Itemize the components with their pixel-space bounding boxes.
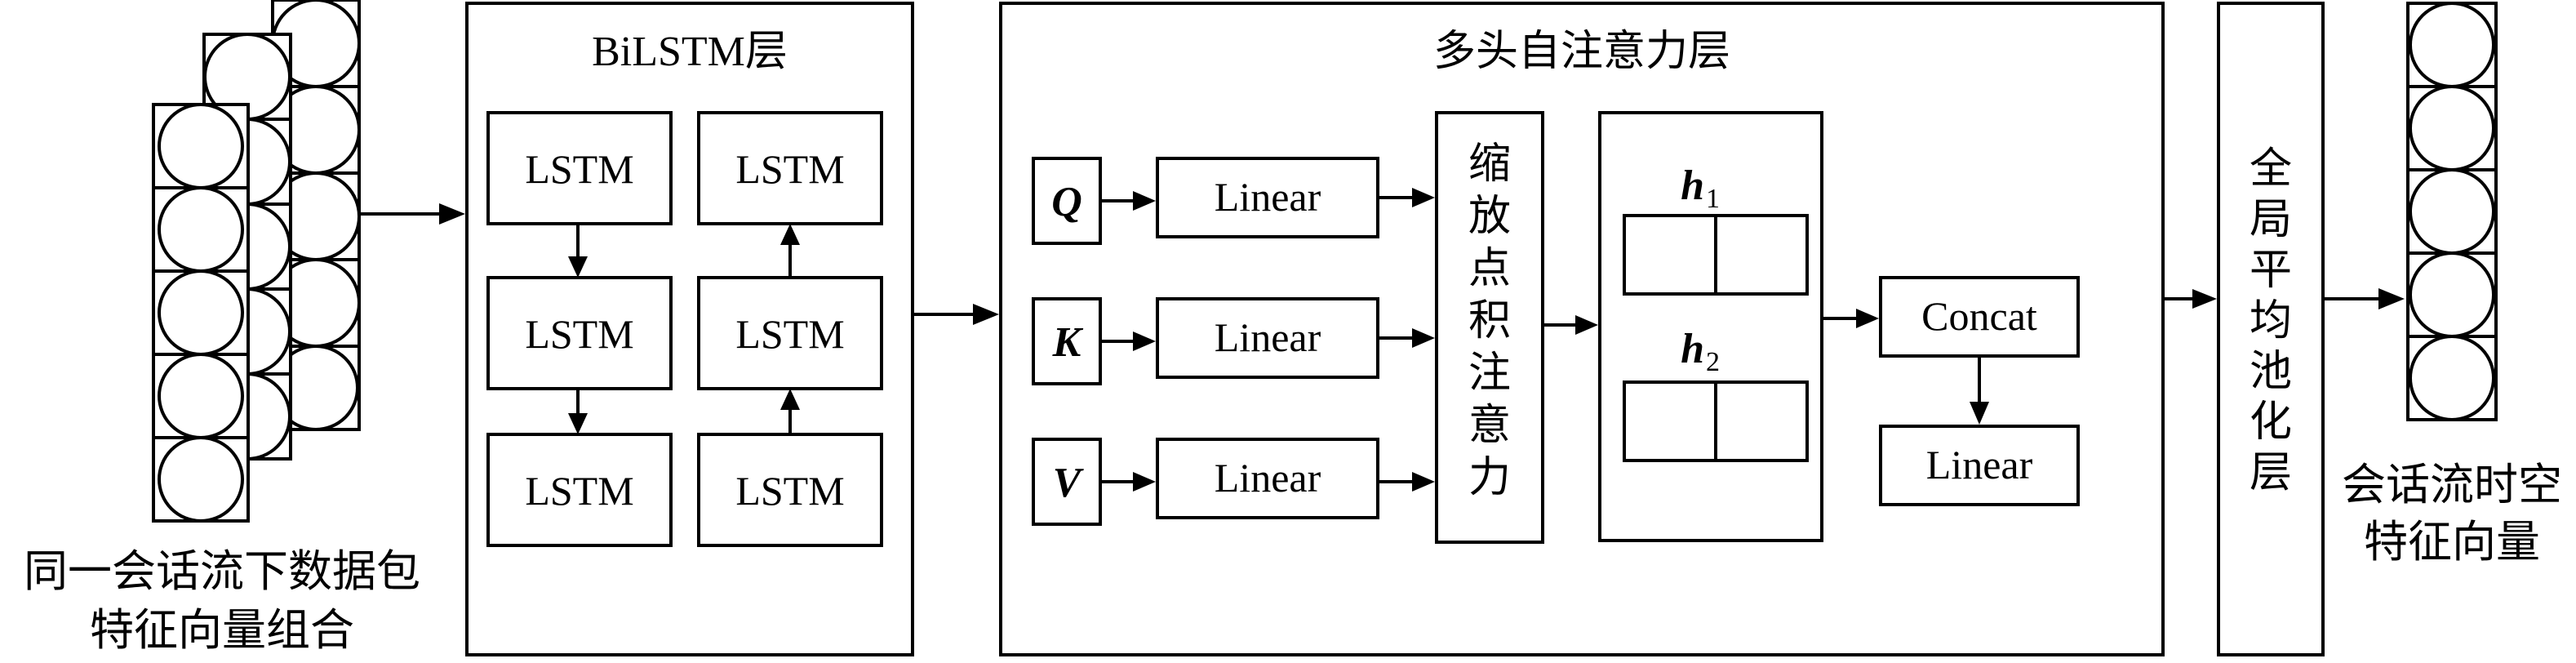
output-label-line1: 会话流时空: [2342, 461, 2562, 509]
arrow-linear-to-sdpa: [1378, 472, 1435, 492]
lstm-label: LSTM: [735, 311, 844, 357]
concat-block: Concat: [1879, 276, 2080, 358]
attention-title: 多头自注意力层: [1433, 29, 1730, 75]
query-input: Q: [1032, 157, 1102, 245]
arrow-attention-to-gap: [2163, 289, 2217, 309]
sdpa-char: 力: [1468, 455, 1511, 501]
gap-char: 层: [2250, 450, 2292, 496]
input-vector-stack: [152, 0, 361, 523]
output-linear-label: Linear: [1926, 442, 2033, 487]
gap-char: 平: [2250, 247, 2292, 294]
arrow-forward-down: [568, 224, 588, 278]
head-1-subscript: 1: [1706, 184, 1720, 214]
arrow-bilstm-to-attention: [913, 304, 999, 325]
arrow-forward-down: [568, 389, 588, 434]
sdpa-char: 意: [1468, 403, 1511, 449]
arrow-backward-up: [780, 224, 800, 278]
query-label: Q: [1051, 179, 1082, 225]
linear-label: Linear: [1215, 314, 1321, 360]
linear-label: Linear: [1215, 455, 1321, 501]
key-input: K: [1032, 297, 1102, 385]
lstm-cell: LSTM: [697, 276, 883, 390]
arrow-linear-to-sdpa: [1378, 328, 1435, 348]
arrow-heads-to-concat: [1822, 309, 1879, 328]
gap-char: 池: [2250, 349, 2292, 395]
linear-k: Linear: [1156, 297, 1379, 379]
lstm-label: LSTM: [735, 468, 844, 514]
arrow-gap-to-output: [2323, 288, 2405, 309]
arrow-v-to-linear: [1100, 472, 1156, 492]
head-2-label: h: [1681, 326, 1704, 372]
arrow-sdpa-to-heads: [1543, 315, 1598, 335]
arrow-input-to-bilstm: [359, 203, 465, 225]
output-vector: [2406, 2, 2498, 421]
output-label-line2: 特征向量: [2364, 518, 2540, 567]
attention-heads: h 1 h 2: [1598, 111, 1823, 542]
bilstm-layer: BiLSTM层 LSTM LSTM LSTM LSTM LSTM LSTM: [465, 2, 914, 656]
bilstm-title: BiLSTM层: [592, 29, 788, 75]
value-label: V: [1053, 460, 1085, 506]
scaled-dot-product-attention: 缩 放 点 积 注 意 力: [1435, 111, 1544, 544]
head-2-symbol: h: [1681, 326, 1704, 372]
arrow-k-to-linear: [1100, 332, 1156, 351]
arrow-backward-up: [780, 389, 800, 434]
key-label: K: [1052, 319, 1084, 366]
linear-v: Linear: [1156, 438, 1379, 519]
arrow-q-to-linear: [1100, 191, 1156, 211]
lstm-label: LSTM: [525, 468, 633, 514]
gap-char: 均: [2250, 298, 2292, 345]
sdpa-char: 积: [1468, 298, 1511, 345]
sdpa-char: 注: [1468, 350, 1511, 397]
lstm-cell: LSTM: [486, 276, 673, 390]
linear-label: Linear: [1215, 174, 1321, 220]
lstm-cell: LSTM: [486, 433, 673, 547]
lstm-label: LSTM: [735, 146, 844, 192]
head-1-label: h: [1681, 162, 1704, 209]
sdpa-char: 点: [1468, 246, 1511, 292]
global-average-pooling-layer: 全 局 平 均 池 化 层: [2217, 2, 2325, 656]
multi-head-attention-layer: 多头自注意力层 Q K V Linear: [999, 2, 2165, 656]
head-1-symbol: h: [1681, 162, 1704, 209]
sdpa-char: 放: [1468, 194, 1511, 240]
gap-char: 局: [2250, 197, 2292, 243]
sdpa-char: 缩: [1468, 141, 1511, 188]
output-linear-block: Linear: [1879, 425, 2080, 506]
lstm-cell: LSTM: [486, 111, 673, 225]
gap-char: 全: [2250, 146, 2292, 193]
input-label-line1: 同一会话流下数据包: [24, 547, 420, 596]
arrow-linear-to-sdpa: [1378, 188, 1435, 207]
value-input: V: [1032, 438, 1102, 526]
lstm-cell: LSTM: [697, 111, 883, 225]
arrow-concat-to-linear: [1970, 356, 1989, 425]
concat-label: Concat: [1921, 293, 2037, 339]
lstm-label: LSTM: [525, 311, 633, 357]
lstm-label: LSTM: [525, 146, 633, 192]
linear-q: Linear: [1156, 157, 1379, 238]
lstm-cell: LSTM: [697, 433, 883, 547]
gap-char: 化: [2250, 399, 2292, 446]
input-label-line2: 特征向量组合: [90, 606, 354, 655]
head-2-subscript: 2: [1706, 347, 1720, 377]
input-stack-front: [152, 103, 250, 523]
